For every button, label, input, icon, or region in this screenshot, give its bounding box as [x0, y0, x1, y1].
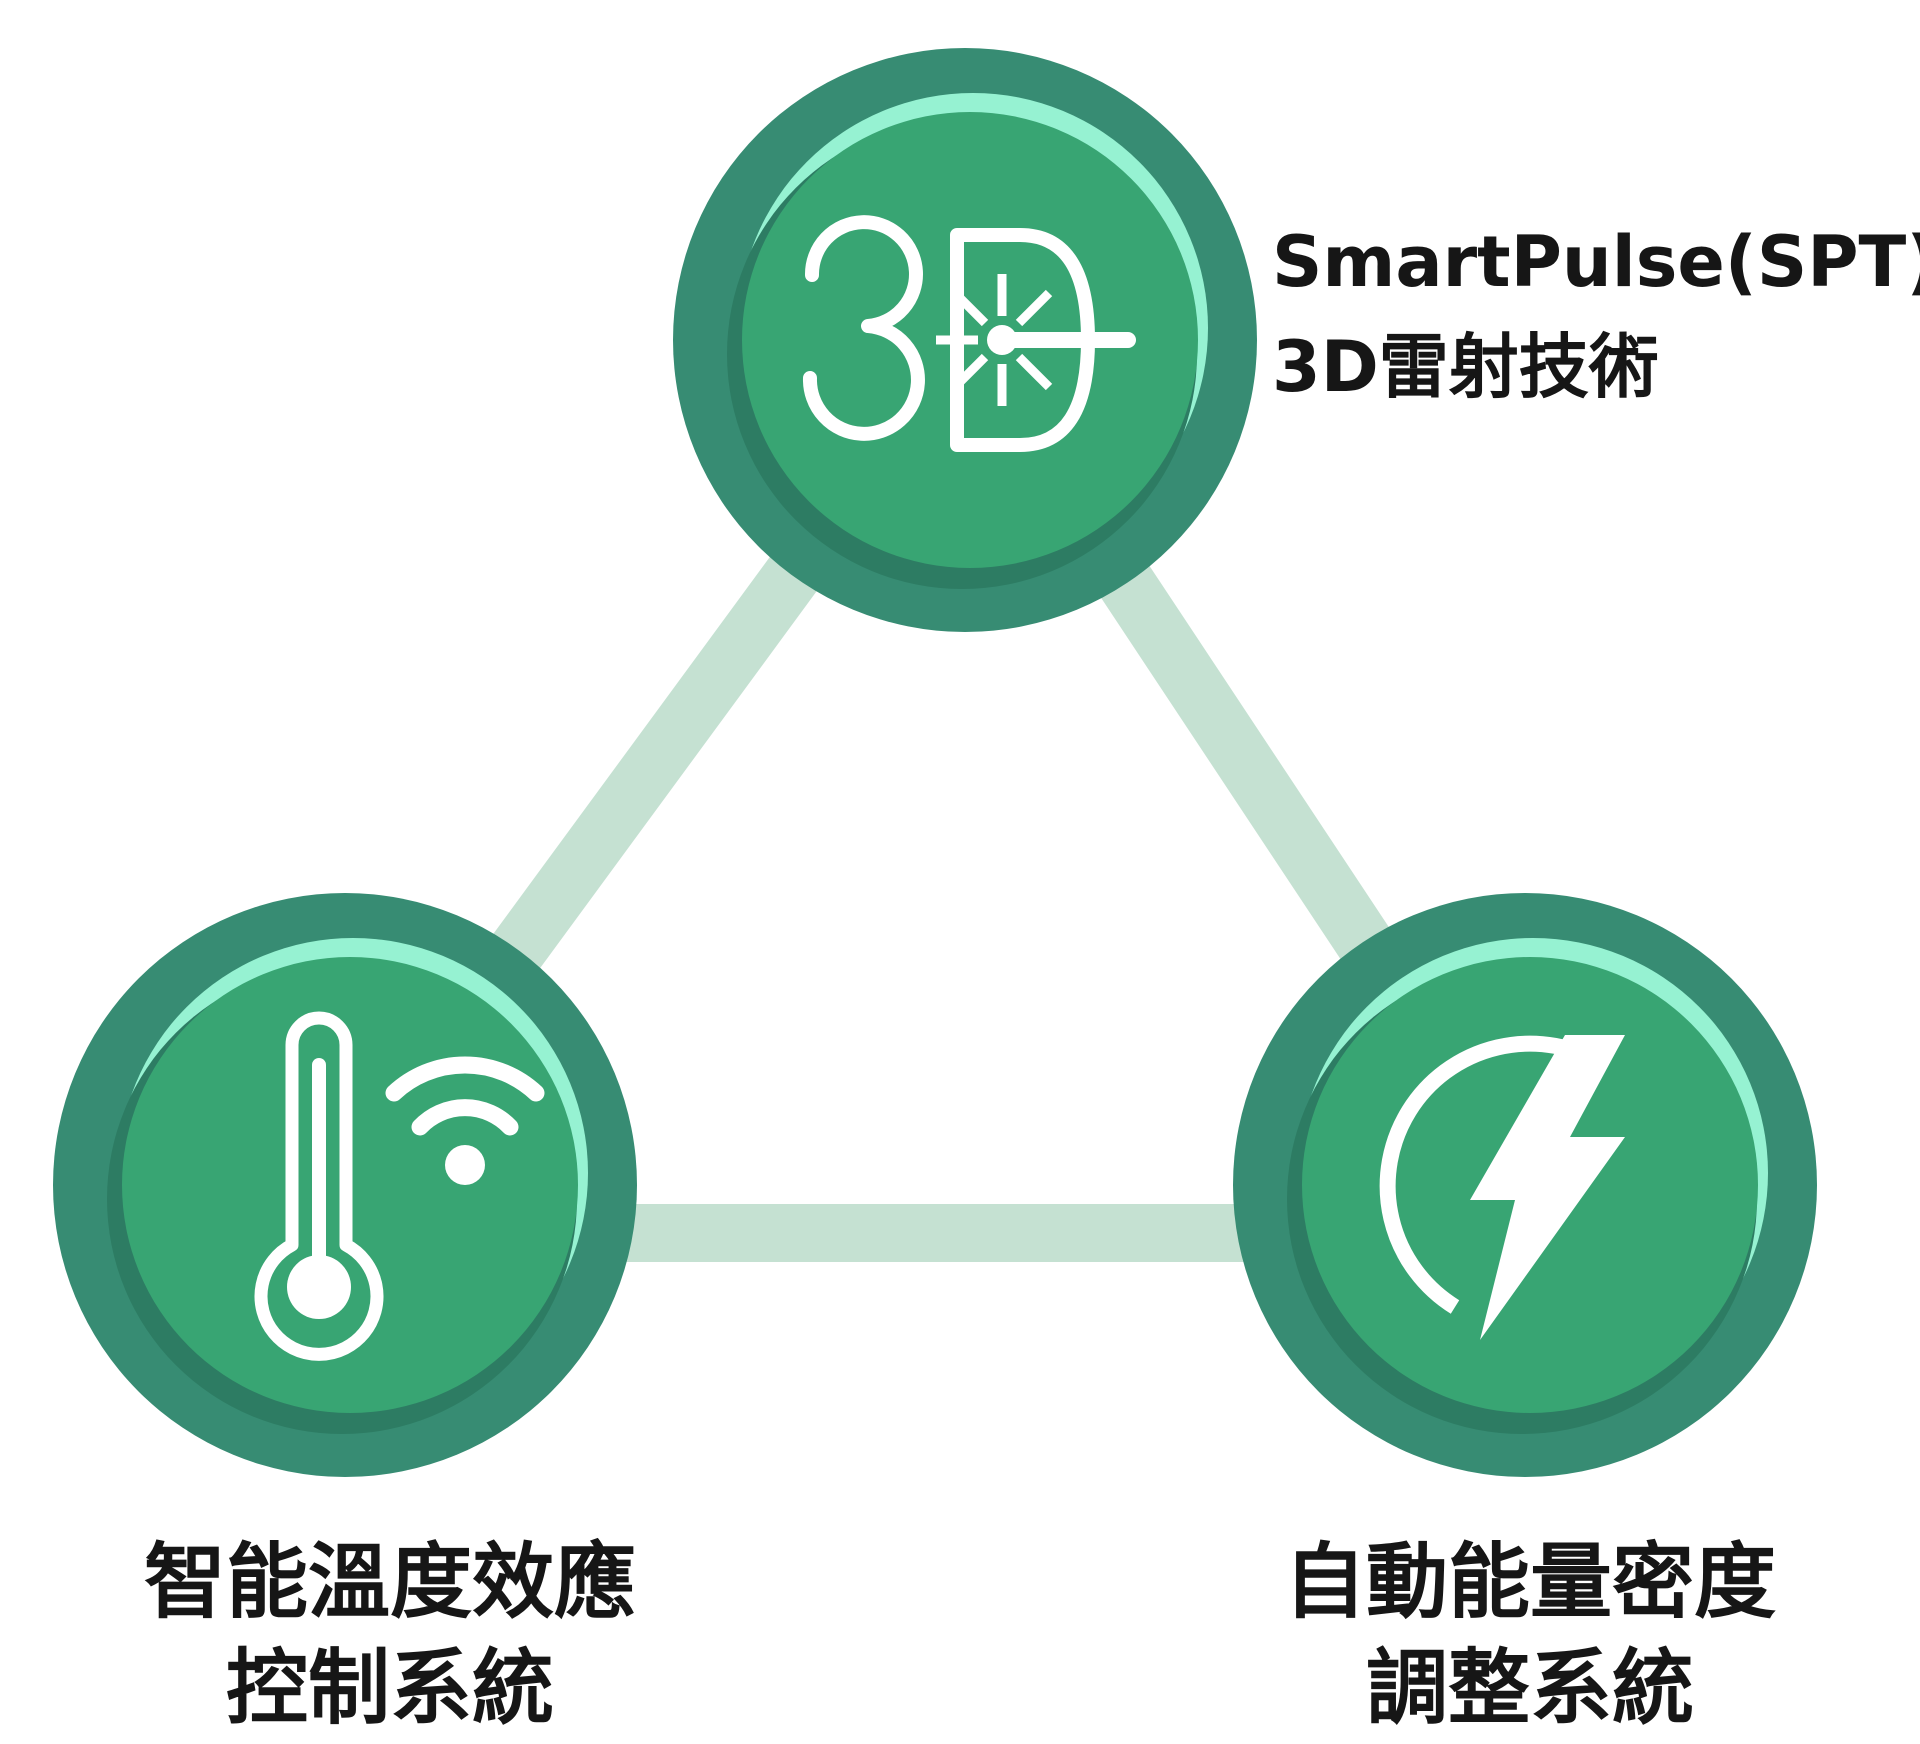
thermometer-wifi-icon — [254, 1011, 545, 1361]
label-energy-line-2: 調整系統 — [1365, 1641, 1694, 1736]
label-temperature: 智能溫度效應 控制系統 — [135, 1530, 645, 1742]
node-3d-laser — [673, 48, 1257, 632]
label-3d-laser-line-1: SmartPulse(SPT) — [1272, 221, 1920, 303]
label-energy-line-1: 自動能量密度 — [1283, 1535, 1776, 1630]
label-temperature-line-2: 控制系統 — [225, 1641, 554, 1736]
node-energy — [1233, 893, 1817, 1477]
label-3d-laser-line-2: 3D雷射技術 — [1272, 326, 1659, 408]
power-lightning-icon — [1379, 1035, 1625, 1340]
node-temperature — [53, 893, 637, 1477]
label-temperature-line-1: 智能溫度效應 — [143, 1535, 636, 1630]
label-energy: 自動能量密度 調整系統 — [1275, 1530, 1785, 1742]
3d-laser-icon — [802, 215, 1136, 452]
label-3d-laser: SmartPulse(SPT) 3D雷射技術 — [1272, 210, 1920, 420]
